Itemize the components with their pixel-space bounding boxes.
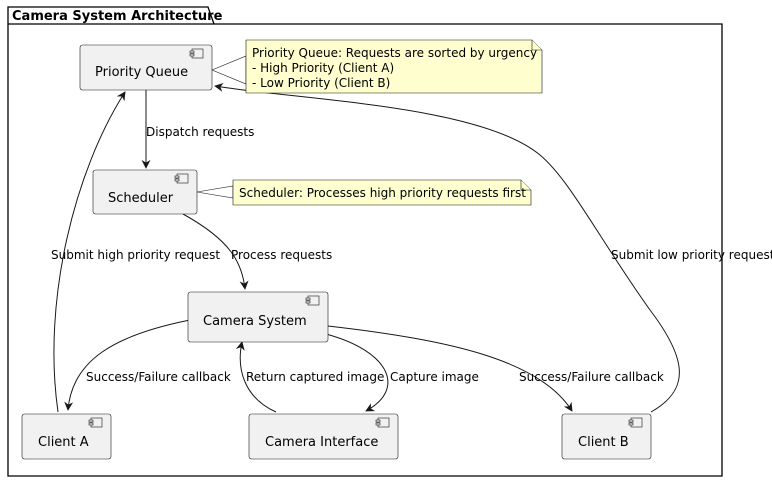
component-label: Scheduler [108,191,174,206]
edge-callback-a [64,319,191,411]
note-scheduler: Scheduler: Processes high priority reque… [196,179,532,206]
component-scheduler: Scheduler [92,169,198,215]
edge-labels: Dispatch requests Process requests Submi… [51,125,772,384]
frame-title: Camera System Architecture [12,9,223,24]
label-dispatch: Dispatch requests [146,125,254,139]
note-line: - Low Priority (Client B) [252,76,390,90]
component-camera-system: Camera System [187,291,329,343]
package-frame: Camera System Architecture [7,6,723,477]
component-client-b: Client B [561,413,652,460]
note-line: Scheduler: Processes high priority reque… [239,186,526,200]
label-submit-low: Submit low priority request [611,248,772,262]
label-process: Process requests [231,248,332,262]
component-label: Priority Queue [95,65,188,80]
label-return-image: Return captured image [246,370,384,384]
edge-process [182,213,249,290]
edge-submit-high [53,91,126,413]
edge-capture [325,333,389,412]
note-line: Priority Queue: Requests are sorted by u… [252,46,537,60]
label-callback-a: Success/Failure callback [86,370,231,384]
component-priority-queue: Priority Queue [79,44,213,91]
component-client-a: Client A [21,413,112,460]
label-submit-high: Submit high priority request [51,248,220,262]
edges [53,82,680,413]
component-label: Camera System [203,314,307,329]
component-label: Client B [578,435,629,450]
edge-callback-b [327,325,573,412]
component-label: Camera Interface [265,435,378,450]
label-capture: Capture image [390,370,479,384]
edge-submit-low [214,82,680,413]
component-label: Client A [38,435,89,450]
note-line: - High Priority (Client A) [252,61,394,75]
note-priority-queue: Priority Queue: Requests are sorted by u… [211,39,543,94]
component-camera-interface: Camera Interface [248,413,399,460]
label-callback-b: Success/Failure callback [519,370,664,384]
edge-return-image [235,341,277,413]
